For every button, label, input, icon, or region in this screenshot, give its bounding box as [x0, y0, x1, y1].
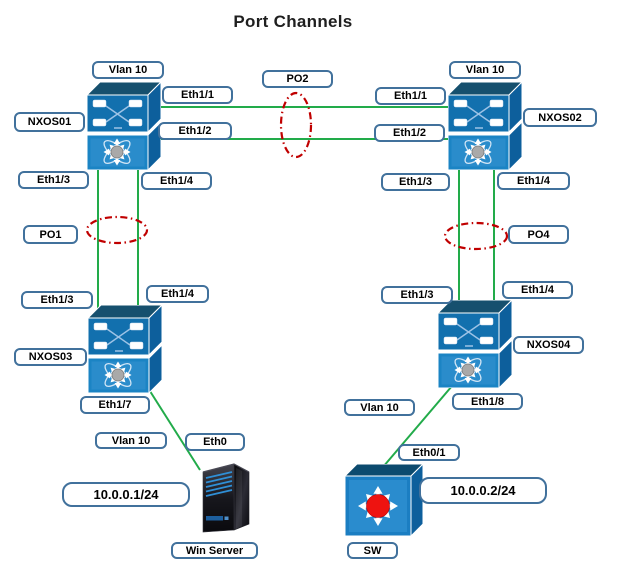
- po1-ellipse: [85, 215, 149, 245]
- sw-ip-label: 10.0.0.2/24: [419, 477, 547, 504]
- nxos04-port-eth1-4-label: Eth1/4: [502, 281, 573, 299]
- nxos02-port-eth1-1-label: Eth1/1: [375, 87, 446, 105]
- nxos03-name-label: NXOS03: [14, 348, 87, 366]
- nxos01-vlan-label: Vlan 10: [92, 61, 164, 79]
- nxos02-name-label: NXOS02: [523, 108, 597, 127]
- po4-ellipse: [443, 221, 509, 251]
- nxos03-vlan-label: Vlan 10: [95, 432, 167, 449]
- win-server-name-label: Win Server: [171, 542, 258, 559]
- win-server-icon: [202, 463, 250, 533]
- nxos03-port-eth1-3-label: Eth1/3: [21, 291, 93, 309]
- nxos02-switch-icon: [448, 82, 522, 170]
- nxos03-port-eth1-7-label: Eth1/7: [80, 396, 150, 414]
- nxos02-vlan-label: Vlan 10: [449, 61, 521, 79]
- nxos01-port-eth1-4-label: Eth1/4: [141, 172, 212, 190]
- nxos01-switch-icon: [87, 82, 161, 170]
- po4-label: PO4: [508, 225, 569, 244]
- nxos01-port-eth1-1-label: Eth1/1: [162, 86, 233, 104]
- nxos01-port-eth1-2-label: Eth1/2: [158, 122, 232, 140]
- nxos04-vlan-label: Vlan 10: [344, 399, 415, 416]
- nxos01-name-label: NXOS01: [14, 112, 85, 132]
- diagram-title: Port Channels: [233, 12, 353, 31]
- nxos02-port-eth1-3-label: Eth1/3: [381, 173, 450, 191]
- link-nxos04-sw: [382, 385, 453, 468]
- link-nxos03-winserver: [147, 387, 201, 471]
- nxos02-port-eth1-4-label: Eth1/4: [497, 172, 570, 190]
- sw-switch-icon: [345, 464, 423, 536]
- win-server-port-label: Eth0: [185, 433, 245, 451]
- po2-label: PO2: [262, 70, 333, 88]
- nxos04-port-eth1-3-label: Eth1/3: [381, 286, 453, 304]
- nxos01-port-eth1-3-label: Eth1/3: [18, 171, 89, 189]
- po1-label: PO1: [23, 225, 78, 244]
- win-server-ip-label: 10.0.0.1/24: [62, 482, 190, 507]
- sw-port-label: Eth0/1: [398, 444, 460, 461]
- sw-name-label: SW: [347, 542, 398, 559]
- nxos04-port-eth1-8-label: Eth1/8: [452, 393, 523, 410]
- nxos03-switch-icon: [88, 305, 162, 393]
- nxos02-port-eth1-2-label: Eth1/2: [374, 124, 445, 142]
- nxos04-switch-icon: [438, 300, 512, 388]
- nxos04-name-label: NXOS04: [513, 336, 584, 354]
- po2-ellipse: [279, 91, 313, 159]
- nxos03-port-eth1-4-label: Eth1/4: [146, 285, 209, 303]
